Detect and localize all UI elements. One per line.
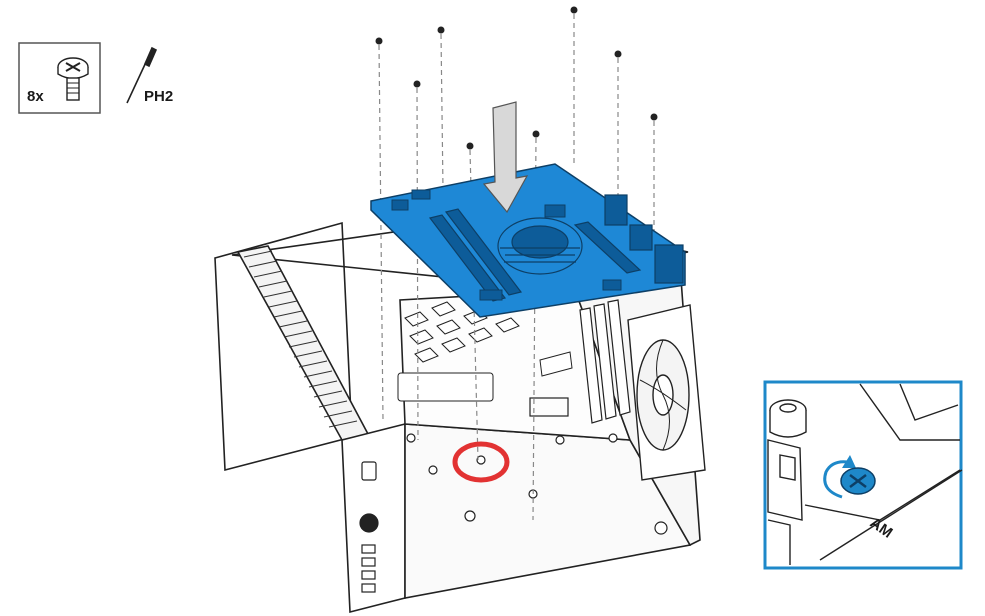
screw-quantity-badge: 8x <box>18 42 101 114</box>
tool-indicator: PH2 <box>126 46 173 105</box>
back-wall-vents <box>397 301 573 402</box>
screw-quantity: 8x <box>27 88 44 105</box>
ram-slots <box>428 208 523 302</box>
pcie-slot <box>573 221 642 274</box>
screwdriver-icon <box>126 46 158 104</box>
highlight-ring <box>452 441 510 483</box>
screw-head-icon <box>840 467 876 495</box>
insert-arrow-icon <box>482 101 529 214</box>
front-io-panel <box>359 461 379 593</box>
standoffs <box>406 397 668 535</box>
expansion-slots <box>579 299 631 424</box>
rotate-arrow-icon <box>823 460 849 499</box>
screw-icon <box>57 57 89 101</box>
detail-inset: AM <box>763 380 963 570</box>
tool-name: PH2 <box>144 88 173 105</box>
top-vent-louvers <box>243 250 358 428</box>
cpu-cooler <box>497 217 583 275</box>
rear-io <box>604 194 684 284</box>
chipset <box>391 189 622 301</box>
mounting-screws <box>375 6 658 150</box>
case-fan <box>627 304 706 481</box>
motherboard <box>370 163 686 318</box>
